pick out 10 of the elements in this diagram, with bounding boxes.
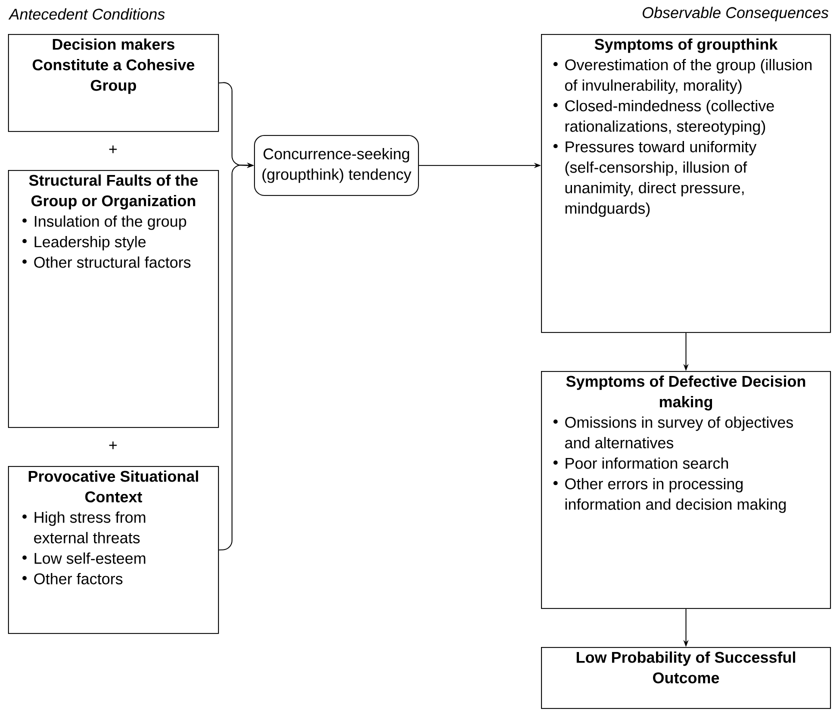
process-box: Provocative Situational Context High stress from external threats Low self-esteem Other factors	[8, 466, 219, 634]
plus-sign: +	[109, 442, 117, 450]
process-box: Decision makers Constitute a Cohesive Group	[8, 34, 219, 132]
process-box: Symptoms of groupthink Overestimation of the group (illusion of invulnerability, morality) Closed-mindedness (collective rationalizations, stereotyping) Pressures toward uniformity (self-censorship, illusion of unanimity, direct pressure, mindguards)	[541, 34, 831, 333]
process-box: Symptoms of Defective Decision making Omissions in survey of objectives and alternatives Poor information search Other errors in processing information and decision making	[541, 371, 831, 609]
process-box: Low Probability of Successful Outcome	[541, 647, 831, 709]
section-heading: Antecedent Conditions	[8, 8, 165, 20]
plus-sign: +	[109, 146, 117, 154]
process-box: Structural Faults of the Group or Organization Insulation of the group Leadership style Other structural factors	[8, 170, 219, 428]
process-box: Concurrence-seeking (groupthink) tendency	[254, 135, 419, 196]
